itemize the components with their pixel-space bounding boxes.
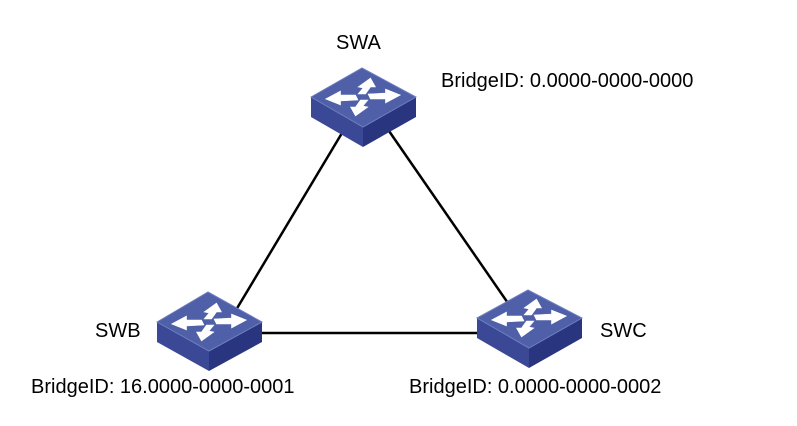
bridge-id-swc: BridgeID: 0.0000-0000-0002	[409, 376, 662, 398]
switch-icon-swc[interactable]	[475, 289, 584, 368]
link-swa-swb	[234, 132, 344, 311]
bridge-id-swa: BridgeID: 0.0000-0000-0000	[441, 70, 694, 92]
switch-icon-swb[interactable]	[155, 291, 264, 371]
link-swa-swc	[387, 130, 512, 307]
switch-name-swa: SWA	[336, 32, 381, 54]
bridge-id-swb: BridgeID: 16.0000-0000-0001	[31, 376, 295, 398]
switch-name-swb: SWB	[95, 320, 141, 342]
switch-icon-swa[interactable]	[309, 67, 418, 147]
switch-name-swc: SWC	[600, 320, 647, 342]
